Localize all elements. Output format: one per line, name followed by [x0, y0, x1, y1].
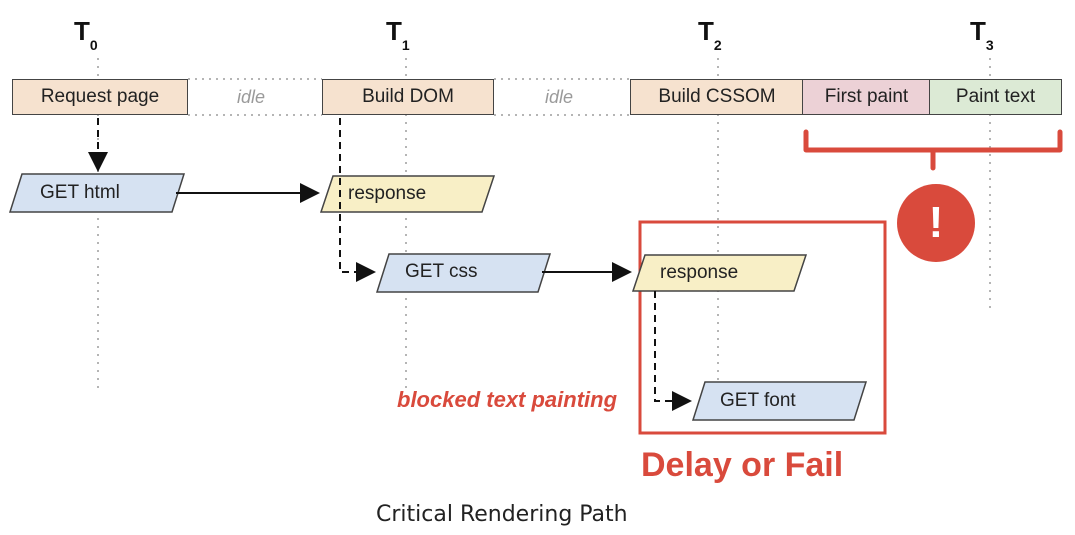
idle-label-2: idle	[545, 87, 574, 107]
paint-bracket	[803, 129, 1063, 171]
response-2-shape	[631, 254, 808, 292]
phase-request-page: Request page	[12, 79, 188, 115]
get-css-shape	[375, 253, 552, 293]
response-1-shape	[319, 175, 496, 213]
phase-first-paint: First paint	[802, 79, 931, 115]
highlight-frame	[638, 220, 887, 435]
idle-label-1: idle	[237, 87, 266, 107]
get-html-shape	[8, 173, 186, 213]
get-font-shape	[691, 381, 868, 421]
tick-t0: T0	[74, 16, 98, 54]
phase-build-cssom: Build CSSOM	[630, 79, 804, 115]
blocked-text-painting-label: blocked text painting	[397, 387, 618, 412]
arrow-dom-to-get-css	[339, 118, 376, 282]
delay-or-fail-label: Delay or Fail	[641, 446, 844, 484]
tick-t3: T3	[970, 16, 994, 54]
idle-bands	[188, 78, 630, 116]
tick-t2: T2	[698, 16, 722, 54]
get-html-label: GET html	[40, 182, 120, 203]
arrow-response-to-get-font	[654, 291, 692, 411]
get-css-label: GET css	[405, 261, 478, 282]
phase-build-dom: Build DOM	[322, 79, 494, 115]
response-1-label: response	[348, 183, 427, 204]
get-font-label: GET font	[720, 390, 796, 411]
tick-t1: T1	[386, 16, 410, 54]
diagram-caption: Critical Rendering Path	[376, 502, 628, 527]
response-2-label: response	[660, 262, 739, 283]
alert-icon: !	[897, 184, 975, 262]
phase-paint-text: Paint text	[929, 79, 1062, 115]
